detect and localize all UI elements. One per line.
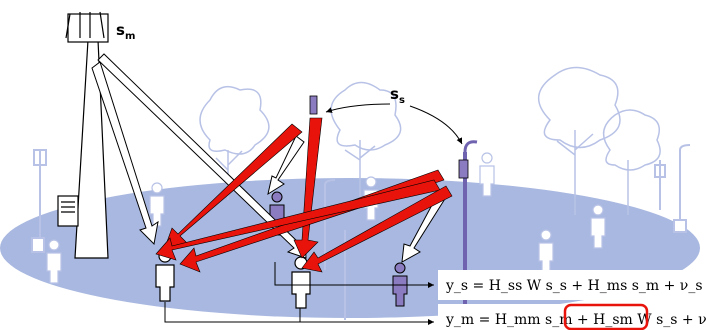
interference-highlight-box (563, 303, 649, 330)
small-signal-label: ss (390, 85, 405, 106)
equation-macro-rx: y_m = H_mm s_m + H_sm W s_s + ν_p (445, 312, 706, 328)
label-arrow-small-2 (409, 105, 463, 145)
connector-macro-user (164, 302, 434, 325)
tree-icon-far-right (602, 109, 661, 215)
lamp-post-icon-bg3 (673, 144, 691, 233)
tree-icon-right (538, 66, 621, 215)
lamp-post-icon-bg2 (654, 160, 666, 210)
macro-tower-icon (57, 11, 109, 259)
equation-small-cell-rx: y_s = H_ss W s_s + H_ms s_m + ν_s (445, 278, 703, 294)
interference-arrows (155, 117, 453, 273)
lamp-post-icon-bg1 (31, 149, 47, 253)
equation-panel-macro (438, 304, 706, 330)
equation-panel-small (438, 270, 706, 300)
macro-signal-arrows (91, 53, 449, 263)
lamp-post-icon-bg4 (324, 179, 336, 270)
macro-signal-label: sm (116, 21, 135, 42)
tree-icon-mid (330, 81, 402, 200)
connector-small-cell-user (274, 262, 434, 288)
label-arrow-small-1 (325, 103, 391, 113)
street-light-small-cell-icon-1 (309, 95, 318, 115)
